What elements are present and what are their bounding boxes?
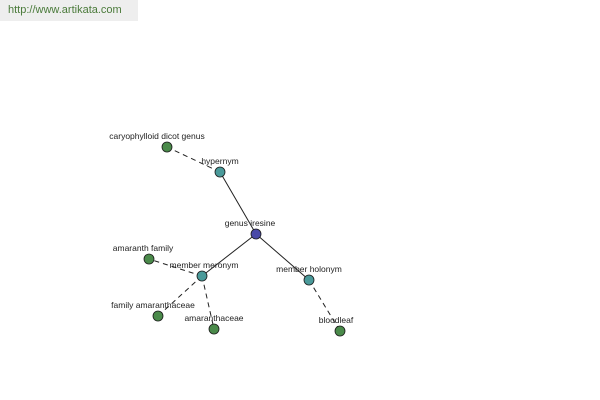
edge-center-member-meronym [201,233,257,277]
node-family-amaranthaceae[interactable] [152,310,164,322]
label-amaranthaceae: amaranthaceae [184,313,243,323]
edge-center-member-holonym [255,233,310,281]
edge-meronym-amaranth-family [148,258,203,277]
label-member-holonym: member holonym [276,264,342,274]
label-caryophylloid: caryophylloid dicot genus [109,131,204,141]
label-center: genus iresine [225,218,276,228]
label-family-amaranthaceae: family amaranthaceae [111,300,195,310]
node-hypernym[interactable] [214,166,226,178]
edge-meronym-amaranthaceae [201,275,215,330]
node-member-meronym[interactable] [196,270,208,282]
node-amaranthaceae[interactable] [208,323,220,335]
node-bloodleaf[interactable] [334,325,346,337]
source-url[interactable]: http://www.artikata.com [0,0,138,21]
node-caryophylloid[interactable] [161,141,173,153]
node-member-holonym[interactable] [303,274,315,286]
edge-holonym-bloodleaf [308,279,341,332]
edge-hypernym-caryophylloid [166,146,221,173]
node-center[interactable] [250,228,262,240]
label-bloodleaf: bloodleaf [319,315,354,325]
label-amaranth-family: amaranth family [113,243,174,253]
edge-meronym-family-amaranthaceae [157,275,203,317]
node-amaranth-family[interactable] [143,253,155,265]
edge-center-hypernym [219,171,257,235]
label-member-meronym: member meronym [170,260,239,270]
label-hypernym: hypernym [201,156,238,166]
